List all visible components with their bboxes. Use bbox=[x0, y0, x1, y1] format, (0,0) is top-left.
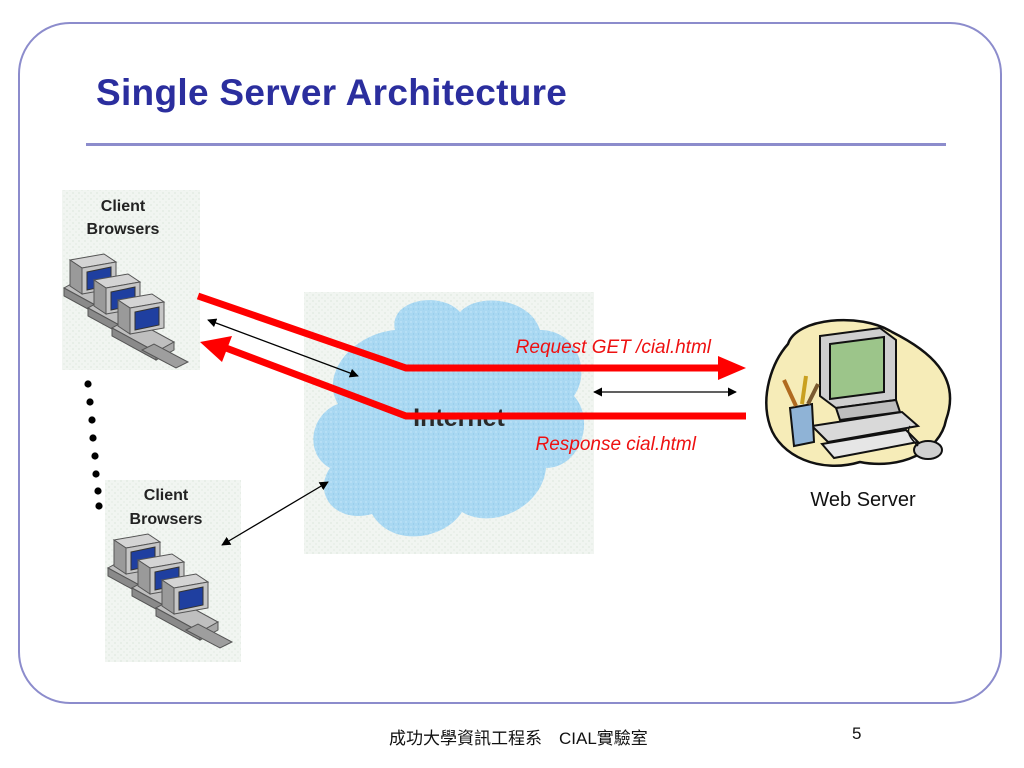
client-browsers-top: Client Browsers bbox=[62, 190, 200, 370]
ellipsis-dots bbox=[84, 380, 103, 510]
slide-frame bbox=[18, 22, 1002, 704]
client-bottom-label-line1: Client bbox=[144, 487, 189, 504]
request-arrow bbox=[196, 292, 746, 380]
web-server-label: Web Server bbox=[810, 489, 916, 511]
title-underline bbox=[86, 143, 946, 146]
client-bottom-label-line2: Browsers bbox=[130, 511, 203, 528]
internet-cloud: Internet bbox=[304, 292, 594, 554]
slide-title: Single Server Architecture bbox=[96, 72, 568, 113]
page-number: 5 bbox=[852, 724, 862, 743]
response-label: Response cial.html bbox=[535, 434, 696, 455]
response-arrow bbox=[200, 336, 746, 420]
request-label: Request GET /cial.html bbox=[516, 337, 712, 358]
footer-text: 成功大學資訊工程系 CIAL實驗室 bbox=[389, 729, 648, 748]
web-server-icon bbox=[765, 318, 952, 467]
client-browsers-bottom: Client Browsers bbox=[105, 480, 241, 662]
client-top-label-line2: Browsers bbox=[87, 221, 160, 238]
client-top-internet-link bbox=[207, 318, 359, 378]
client-bottom-internet-link bbox=[221, 481, 329, 546]
client-top-label-line1: Client bbox=[101, 198, 146, 215]
